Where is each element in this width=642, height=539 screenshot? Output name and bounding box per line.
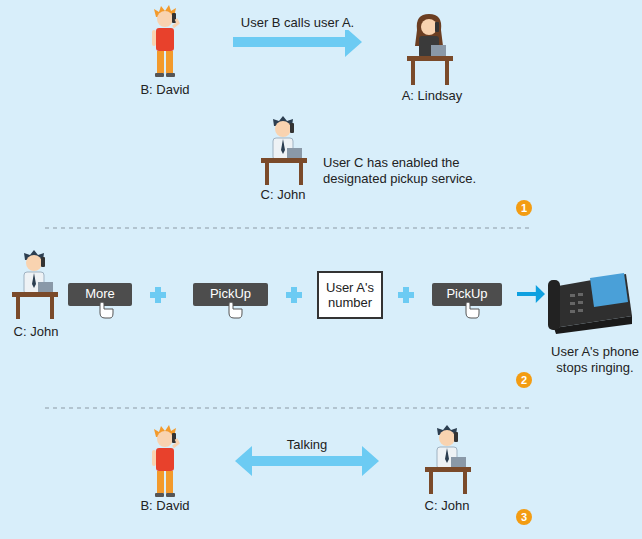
softkey-button: PickUp: [432, 283, 502, 306]
caption: A: Lindsay: [402, 88, 463, 104]
button-label: PickUp: [210, 286, 251, 301]
callout-number: 2: [516, 372, 532, 388]
callout-number: 3: [516, 509, 532, 525]
caption: B: David: [140, 498, 189, 514]
person-node: B: David: [125, 5, 205, 98]
connector-arrow: [517, 285, 545, 303]
softkey-button: PickUp: [193, 283, 268, 306]
callout-number: 1: [516, 200, 532, 216]
note-text: User C has enabled the designated pickup…: [323, 155, 503, 187]
person-node: B: David: [125, 422, 205, 514]
caption: User A's phone stops ringing.: [551, 344, 639, 376]
edge-label: User B calls user A.: [239, 15, 356, 30]
number-input-box: User A's number: [317, 271, 383, 319]
person-node: A: Lindsay: [390, 10, 474, 104]
person-node: C: John: [0, 248, 72, 340]
person-node: C: John: [407, 422, 487, 514]
button-label: PickUp: [446, 286, 487, 301]
caption: C: John: [425, 498, 470, 514]
softkey-button: More: [68, 283, 132, 306]
person-node: C: John: [245, 115, 321, 203]
ip-phone-node: User A's phone stops ringing.: [545, 262, 639, 376]
edge-label: Talking: [285, 437, 329, 452]
connector-arrow: [233, 27, 362, 57]
box-label: User A's number: [321, 280, 379, 310]
button-label: More: [85, 286, 115, 301]
caption: C: John: [14, 324, 59, 340]
caption: C: John: [261, 187, 306, 203]
caption: B: David: [140, 82, 189, 98]
